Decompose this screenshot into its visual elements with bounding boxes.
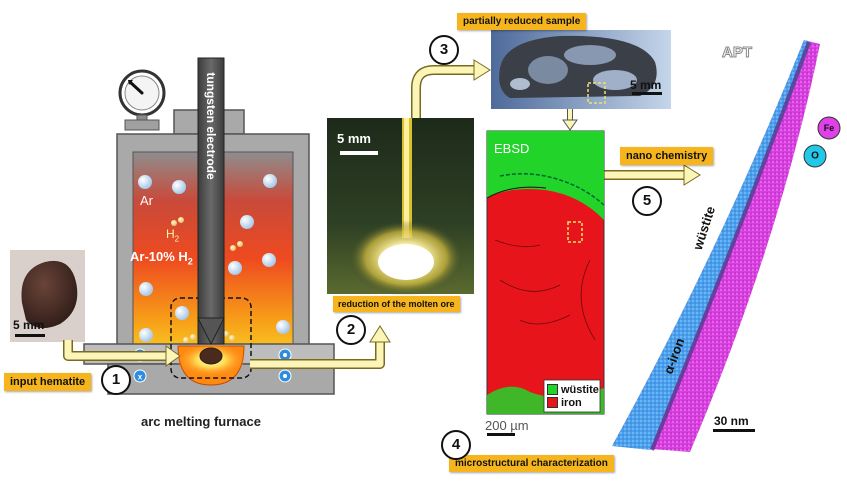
apt-scale-label: 30 nm xyxy=(714,414,749,428)
step-1-number: 1 xyxy=(101,365,131,395)
apt-label: APT xyxy=(722,44,753,62)
reduced-sample-image xyxy=(491,30,671,109)
ebsd-scale-label: 200 µm xyxy=(485,418,529,433)
hydrogen-label: H2 xyxy=(166,227,180,244)
step-2-number: 2 xyxy=(336,315,366,345)
arc-melting-furnace: x x xyxy=(83,57,335,395)
legend-item-wustite: wüstite xyxy=(547,383,599,396)
svg-text:x: x xyxy=(138,373,143,382)
argon-atoms xyxy=(138,174,290,342)
hematite-scale-label: 5 mm xyxy=(13,318,45,332)
ebsd-map xyxy=(486,130,605,436)
hematite-photo xyxy=(10,250,85,342)
element-fe-label: Fe xyxy=(823,123,835,133)
step-5-number: 5 xyxy=(632,186,662,216)
legend-item-iron: iron xyxy=(547,396,599,409)
ebsd-legend: wüstite iron xyxy=(547,383,599,409)
step-3-number: 3 xyxy=(429,35,459,65)
step-4-tag: microstructural characterization xyxy=(449,455,614,472)
pressure-gauge-icon xyxy=(118,69,166,131)
step-3-tag: partially reduced sample xyxy=(457,13,587,30)
step-1-tag: input hematite xyxy=(4,373,92,391)
argon-label: Ar xyxy=(140,193,153,208)
gas-mixture-label: Ar-10% H2 xyxy=(130,249,193,267)
electrode-label: tungsten electrode xyxy=(204,72,218,180)
step-5-tag: nano chemistry xyxy=(620,147,714,165)
step-4-number: 4 xyxy=(441,430,471,460)
element-fe-marker xyxy=(817,116,841,140)
arc-zone-highlight xyxy=(170,297,252,379)
sample-scale-label: 5 mm xyxy=(630,78,662,92)
furnace-label: arc melting furnace xyxy=(141,414,261,429)
element-o-label: O xyxy=(811,150,819,162)
legend-swatch-iron xyxy=(547,397,558,408)
apt-reconstruction xyxy=(612,40,841,452)
ebsd-label: EBSD xyxy=(494,141,530,156)
molten-ore-photo xyxy=(327,118,474,296)
tungsten-electrode xyxy=(197,57,225,346)
melt-scale-label: 5 mm xyxy=(337,131,371,146)
step-2-tag: reduction of the molten ore xyxy=(333,296,460,312)
legend-swatch-wustite xyxy=(547,384,558,395)
element-o-marker xyxy=(803,144,827,168)
